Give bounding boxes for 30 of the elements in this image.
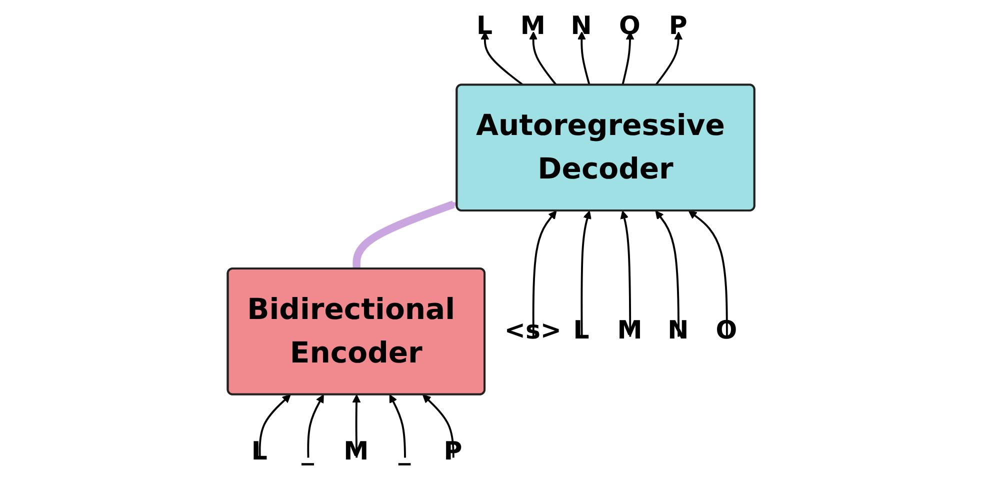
node-text: P [668,12,688,41]
arrow [580,210,592,337]
node-text: L [476,12,493,41]
arrow [654,32,683,86]
arrow [422,394,454,458]
node-text: N [570,12,592,41]
node-text: M [617,316,642,346]
arrow [352,394,361,458]
node-text: L [573,316,590,346]
node-text: <s> [504,316,562,346]
node-text: _ [301,437,314,466]
arrow [258,394,291,458]
node-text: L [251,437,268,466]
arrow [622,32,634,86]
node-text: O [716,316,738,346]
arrow [389,394,406,458]
arrow [688,210,728,337]
node-text: _ [398,437,411,466]
arrow [620,210,632,337]
arrow [480,32,524,86]
arrow [532,210,557,337]
arrow [307,394,324,458]
arrow [655,210,680,337]
arrow [577,32,590,86]
node-text: O [618,12,640,41]
node-text: N [668,316,689,346]
node-text: M [344,437,369,466]
arrow [528,32,558,86]
arrow [352,200,458,270]
node-text: M [520,12,546,41]
